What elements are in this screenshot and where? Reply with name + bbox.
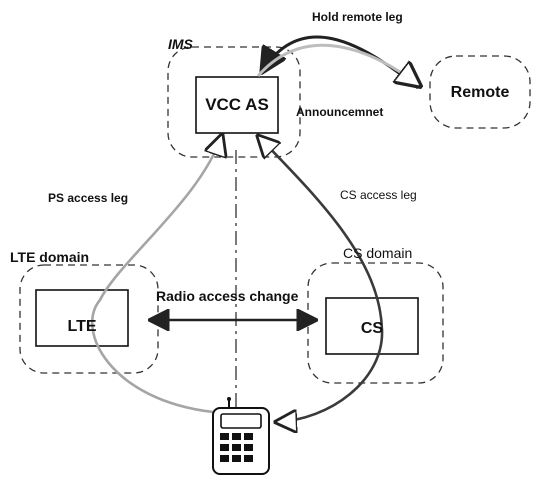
vcc-as-node	[195, 76, 279, 134]
vcc-as-label: VCC AS	[205, 95, 269, 114]
ims-domain-boundary	[167, 46, 301, 158]
cs-domain-boundary	[307, 262, 444, 384]
lte-domain-label: LTE domain	[10, 249, 89, 265]
mobile-phone-icon	[212, 397, 270, 475]
cs-access-leg-label: CS access leg	[340, 188, 417, 202]
lte-node	[35, 289, 129, 347]
cs-label: CS	[361, 320, 384, 337]
ims-domain-label: IMS	[168, 36, 194, 52]
cs-node	[325, 297, 419, 355]
remote-label: Remote	[451, 84, 510, 101]
remote-boundary	[429, 55, 531, 129]
announcement-arrow	[256, 43, 420, 86]
cs-access-leg-path	[258, 136, 384, 422]
lte-label: LTE	[67, 318, 96, 335]
cs-domain-label: CS domain	[343, 245, 412, 261]
announcement-label: Announcemnet	[296, 105, 383, 119]
radio-access-change-label: Radio access change	[156, 288, 299, 304]
hold-remote-leg-label: Hold remote leg	[312, 10, 403, 24]
ps-access-leg-path	[90, 135, 222, 414]
ps-access-leg-label: PS access leg	[48, 191, 128, 205]
hold-remote-leg-arrow	[262, 35, 419, 90]
